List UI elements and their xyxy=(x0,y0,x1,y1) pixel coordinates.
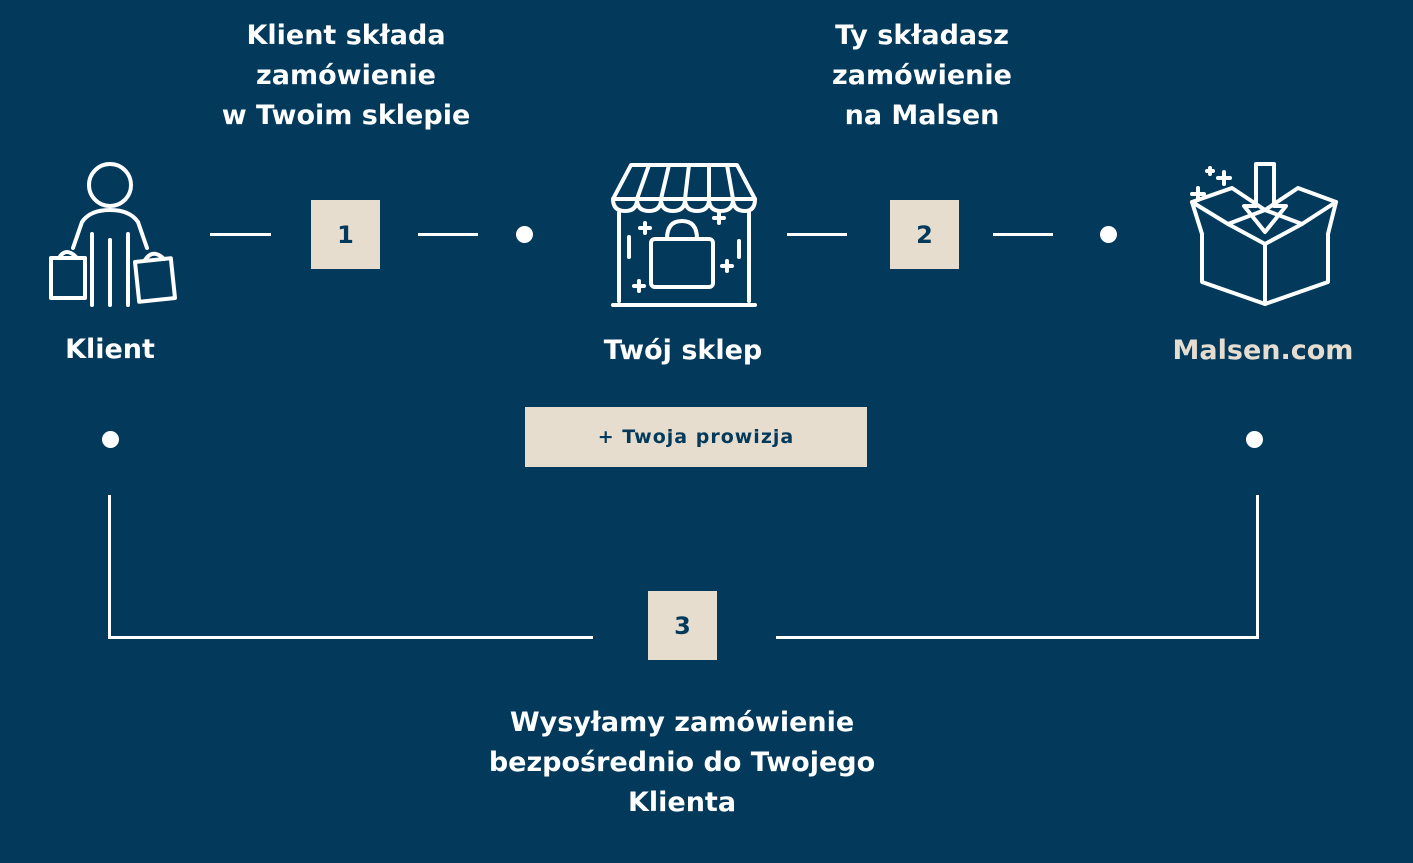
connector-line xyxy=(787,233,847,236)
connector-line xyxy=(776,636,1259,639)
step2-description: Ty składasz zamówienie na Malsen xyxy=(832,20,1012,131)
storefront-icon xyxy=(611,163,757,307)
connector-dot xyxy=(516,226,533,243)
step1-number-box: 1 xyxy=(311,200,380,269)
klient-label: Klient xyxy=(65,334,155,365)
step2-number-box: 2 xyxy=(890,200,959,269)
connector-line xyxy=(1256,495,1259,639)
step1-description: Klient składa zamówienie w Twoim sklepie xyxy=(221,20,471,131)
malsen-label: Malsen.com xyxy=(1172,335,1354,366)
step3-number-box: 3 xyxy=(648,591,717,660)
connector-line xyxy=(108,636,593,639)
commission-badge: + Twoja prowizja xyxy=(525,407,867,467)
package-box-icon xyxy=(1190,162,1338,306)
connector-line xyxy=(418,233,478,236)
connector-dot xyxy=(1246,431,1263,448)
step3-description: Wysyłamy zamówienie bezpośrednio do Twoj… xyxy=(488,707,876,818)
connector-line xyxy=(993,233,1053,236)
connector-dot xyxy=(102,431,119,448)
connector-line xyxy=(210,233,271,236)
sklep-label: Twój sklep xyxy=(603,335,763,366)
shopper-icon xyxy=(49,162,177,307)
connector-line xyxy=(108,495,111,639)
connector-dot xyxy=(1100,226,1117,243)
